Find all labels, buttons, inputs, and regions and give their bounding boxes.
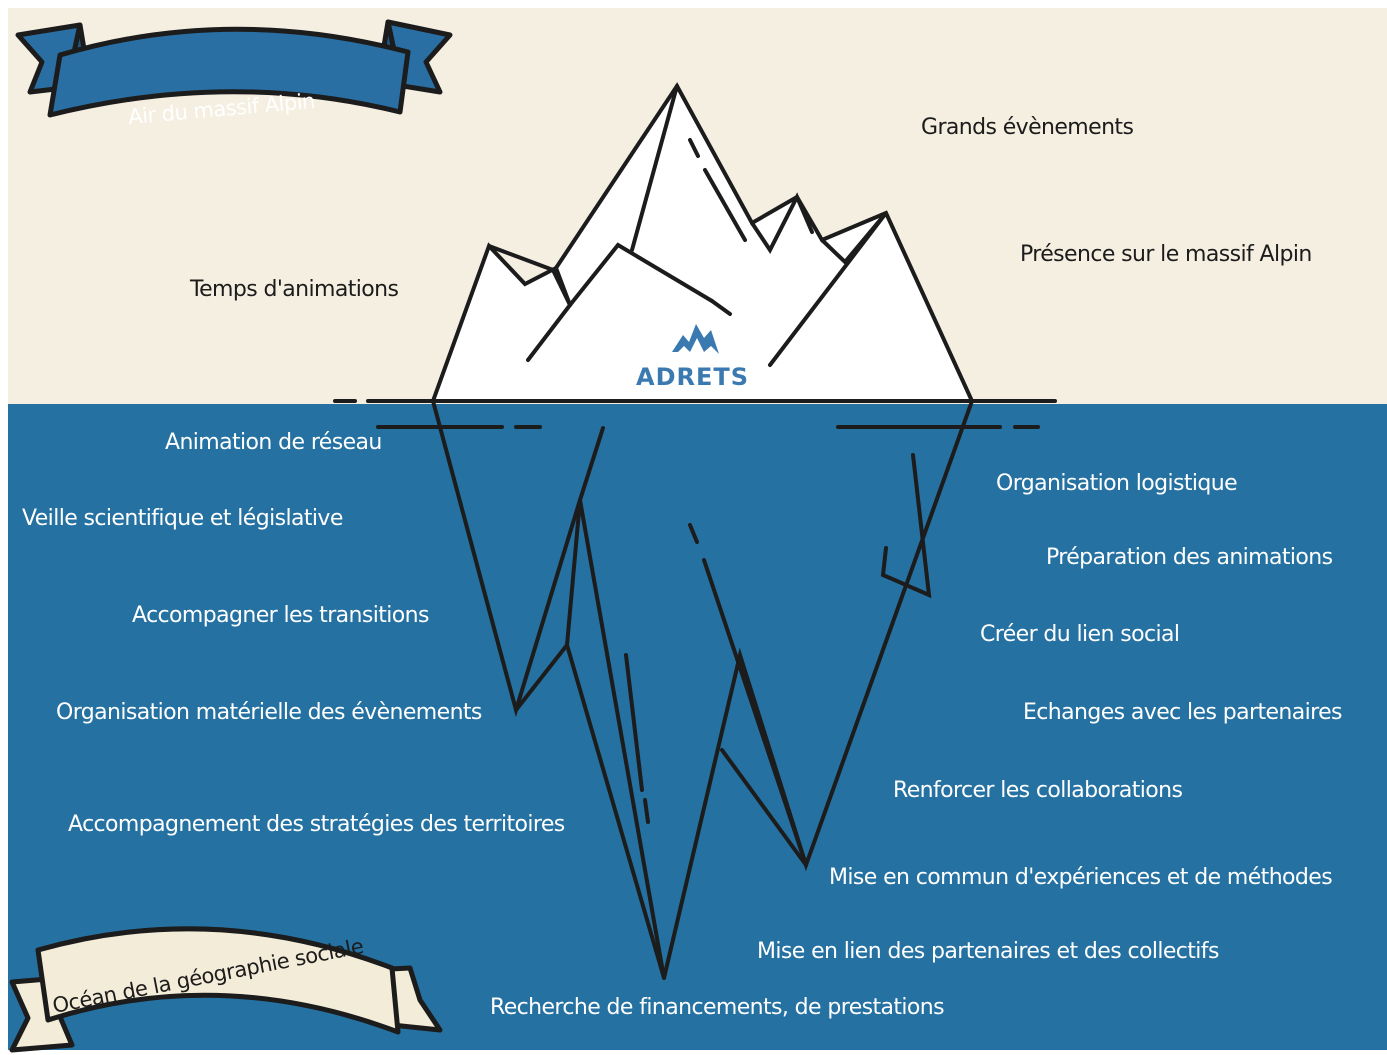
label-organisation-materielle: Organisation matérielle des évènements — [56, 700, 482, 725]
waterline — [333, 399, 1057, 429]
logo-text: ADRETS — [636, 363, 750, 391]
label-veille: Veille scientifique et législative — [22, 506, 343, 531]
label-strategies-territoires: Accompagnement des stratégies des territ… — [68, 812, 565, 837]
label-animation-reseau: Animation de réseau — [165, 430, 382, 455]
label-temps-animations: Temps d'animations — [190, 277, 399, 302]
label-preparation-animations: Préparation des animations — [1046, 545, 1333, 570]
label-presence-massif: Présence sur le massif Alpin — [1020, 242, 1312, 267]
label-financements: Recherche de financements, de prestation… — [490, 995, 945, 1020]
label-lien-social: Créer du lien social — [980, 622, 1180, 647]
bottom-banner — [9, 926, 443, 1053]
iceberg-bottom — [431, 399, 974, 980]
top-banner — [15, 19, 453, 118]
label-transitions: Accompagner les transitions — [132, 603, 429, 628]
iceberg-top — [430, 82, 976, 403]
label-organisation-logistique: Organisation logistique — [996, 471, 1238, 496]
label-collaborations: Renforcer les collaborations — [893, 778, 1183, 803]
label-echanges-partenaires: Echanges avec les partenaires — [1023, 700, 1343, 725]
label-mise-en-commun: Mise en commun d'expériences et de métho… — [829, 865, 1333, 890]
mountain-icon — [672, 324, 719, 354]
label-mise-en-lien: Mise en lien des partenaires et des coll… — [757, 939, 1219, 964]
label-grands-evenements: Grands évènements — [921, 115, 1134, 140]
